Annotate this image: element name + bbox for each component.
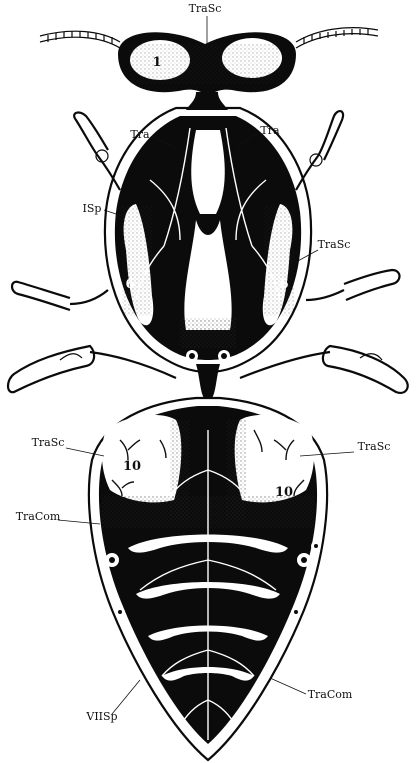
svg-text:TraCom: TraCom: [16, 510, 61, 523]
label-tracom-bottom: TraCom: [270, 678, 353, 701]
right-antenna: [296, 28, 378, 48]
svg-text:VIISp: VIISp: [85, 710, 117, 723]
svg-text:TraSc: TraSc: [189, 2, 222, 15]
region-6-left: 6: [125, 277, 134, 292]
middle-leg-left: [12, 282, 108, 310]
label-tracom-left: TraCom: [16, 510, 100, 524]
region-5: 5: [202, 301, 211, 316]
region-1: 1: [152, 55, 161, 70]
svg-text:TraCom: TraCom: [308, 688, 353, 701]
svg-text:ISp: ISp: [83, 202, 102, 215]
region-10-left: 10: [123, 459, 141, 474]
region-6-right: 6: [279, 277, 288, 292]
svg-text:TraSc: TraSc: [32, 436, 65, 449]
label-trasc-abdomen-left: TraSc: [32, 436, 104, 456]
front-leg-right: [296, 111, 343, 190]
petiole: [196, 364, 220, 398]
hind-leg-left: [8, 346, 176, 392]
svg-text:Tra: Tra: [130, 128, 150, 141]
left-antenna: [40, 31, 120, 48]
thorax: [105, 108, 311, 372]
region-10-right: 10: [275, 485, 293, 500]
label-viisp: VIISp: [85, 680, 140, 723]
svg-text:TraSc: TraSc: [358, 440, 391, 453]
front-leg-left: [74, 113, 120, 190]
abdomen: [89, 398, 327, 760]
svg-text:TraSc: TraSc: [318, 238, 351, 251]
hind-leg-right: [240, 346, 408, 393]
middle-leg-right: [306, 270, 400, 300]
svg-text:Tra: Tra: [260, 124, 280, 137]
label-trasc-thorax: TraSc: [296, 238, 350, 262]
label-isp: ISp: [83, 202, 122, 216]
